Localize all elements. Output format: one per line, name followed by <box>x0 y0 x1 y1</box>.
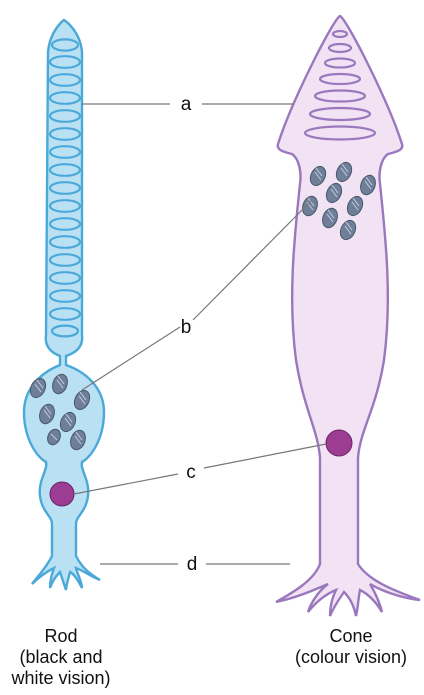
label-a: a <box>181 94 192 115</box>
cone-caption: Cone (colour vision) <box>278 626 424 668</box>
label-lines <box>74 104 326 564</box>
label-line-c-right <box>204 444 326 468</box>
cone-cell <box>276 16 420 616</box>
rod-description-line2: white vision) <box>0 668 122 689</box>
cone-body <box>276 16 420 616</box>
rod-caption: Rod (black and white vision) <box>0 626 122 689</box>
label-line-b-left <box>82 327 180 390</box>
label-b: b <box>181 317 192 338</box>
cone-name: Cone <box>278 626 424 647</box>
rod-description-line1: (black and <box>0 647 122 668</box>
label-d: d <box>187 554 198 575</box>
rod-name: Rod <box>0 626 122 647</box>
cone-description: (colour vision) <box>278 647 424 668</box>
rod-cell <box>24 20 104 590</box>
rod-nucleus <box>50 482 74 506</box>
label-c: c <box>186 462 196 483</box>
cone-nucleus <box>326 430 352 456</box>
label-line-c-left <box>74 474 178 494</box>
